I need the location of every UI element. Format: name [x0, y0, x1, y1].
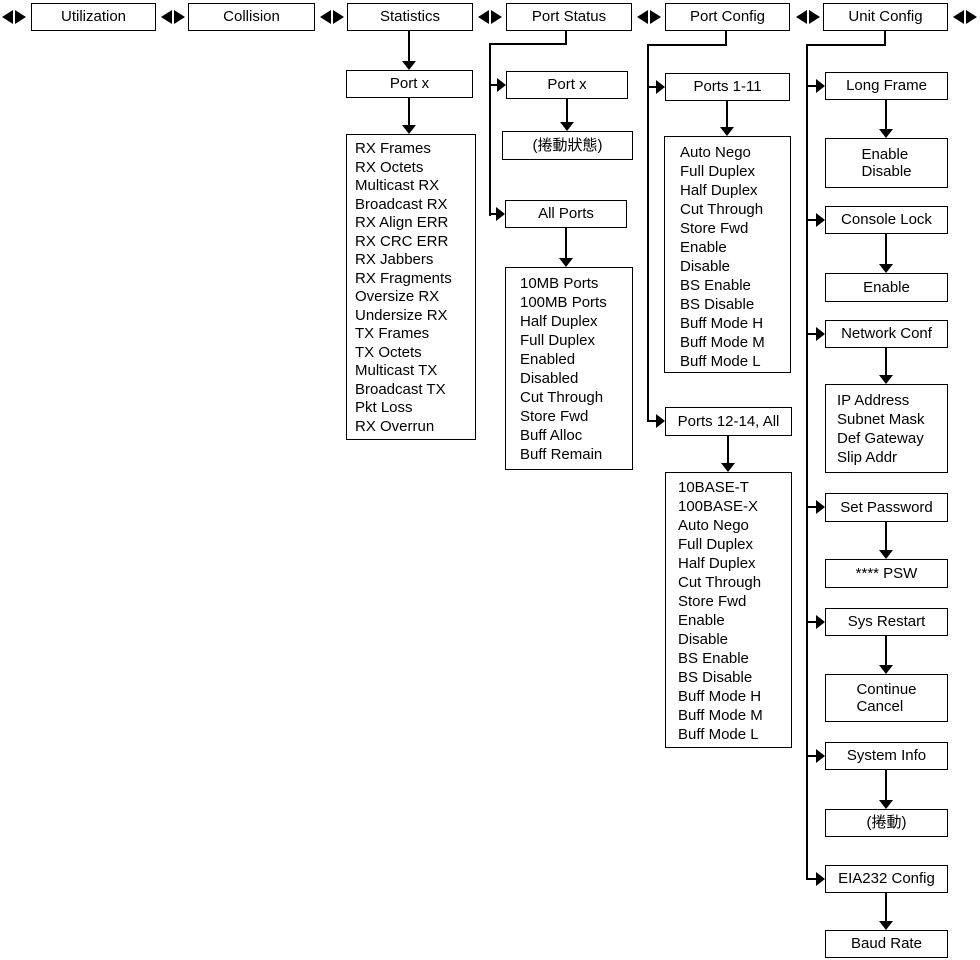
port-config-ports-12-14-box: Ports 12-14, All — [665, 407, 792, 436]
unit-config-sys-restart-box: Sys Restart — [825, 608, 948, 636]
arrow-right-icon — [807, 749, 825, 763]
arrow-right-icon — [807, 872, 825, 886]
menu-collision: Collision — [188, 3, 315, 31]
unit-config-set-password-box: Set Password — [825, 493, 948, 522]
arrow-down-icon — [879, 636, 893, 674]
arrow-right-icon — [807, 79, 825, 93]
unit-config-sys-restart-options-box: Continue Cancel — [825, 674, 948, 722]
left-right-arrow-icon — [953, 10, 977, 24]
arrow-right-icon — [807, 500, 825, 514]
unit-config-network-conf-fields-list: IP Address Subnet Mask Def Gateway Slip … — [825, 384, 948, 473]
unit-config-eia232-box: EIA232 Config — [825, 865, 948, 893]
arrow-right-icon — [648, 80, 665, 94]
connector-line — [489, 43, 567, 45]
arrow-right-icon — [807, 213, 825, 227]
arrow-down-icon — [879, 522, 893, 559]
port-status-port-x-box: Port x — [506, 71, 628, 99]
arrow-right-icon — [807, 615, 825, 629]
left-right-arrow-icon — [2, 10, 26, 24]
arrow-down-icon — [879, 893, 893, 930]
statistics-counters-list: RX Frames RX Octets Multicast RX Broadca… — [346, 134, 476, 440]
port-config-ports-1-11-options-list: Auto Nego Full Duplex Half Duplex Cut Th… — [664, 136, 791, 373]
arrow-down-icon — [402, 31, 416, 70]
port-status-scroll-status-box: (捲動狀態) — [502, 131, 633, 160]
left-right-arrow-icon — [320, 10, 344, 24]
unit-config-long-frame-options-box: Enable Disable — [825, 138, 948, 188]
left-right-arrow-icon — [478, 10, 502, 24]
unit-config-system-info-scroll-box: (捲動) — [825, 809, 948, 837]
unit-config-password-prompt-box: **** PSW — [825, 559, 948, 588]
connector-line — [806, 44, 886, 46]
left-right-arrow-icon — [796, 10, 820, 24]
sys-restart-options-text: Continue Cancel — [856, 680, 917, 715]
unit-config-long-frame-box: Long Frame — [825, 72, 948, 100]
connector-line — [565, 31, 567, 45]
arrow-down-icon — [720, 101, 734, 136]
unit-config-console-lock-box: Console Lock — [825, 206, 948, 234]
statistics-port-x-box: Port x — [346, 70, 473, 98]
left-right-arrow-icon — [161, 10, 185, 24]
port-config-ports-12-14-options-list: 10BASE-T 100BASE-X Auto Nego Full Duplex… — [665, 472, 792, 748]
connector-line — [647, 44, 649, 422]
unit-config-console-lock-option-box: Enable — [825, 273, 948, 302]
connector-line — [884, 31, 886, 46]
menu-unit-config: Unit Config — [823, 3, 948, 31]
arrow-down-icon — [879, 348, 893, 384]
connector-line — [725, 31, 727, 46]
arrow-down-icon — [879, 100, 893, 138]
arrow-down-icon — [879, 234, 893, 273]
connector-line — [647, 44, 727, 46]
unit-config-system-info-box: System Info — [825, 742, 948, 770]
unit-config-baud-rate-box: Baud Rate — [825, 930, 948, 958]
arrow-right-icon — [648, 414, 665, 428]
left-right-arrow-icon — [637, 10, 661, 24]
port-status-all-ports-fields-list: 10MB Ports 100MB Ports Half Duplex Full … — [505, 267, 633, 470]
port-config-ports-1-11-box: Ports 1-11 — [665, 73, 790, 101]
arrow-down-icon — [560, 99, 574, 131]
port-status-all-ports-box: All Ports — [505, 200, 627, 228]
arrow-right-icon — [490, 207, 505, 221]
menu-utilization: Utilization — [31, 3, 156, 31]
arrow-right-icon — [807, 327, 825, 341]
arrow-right-icon — [490, 78, 506, 92]
arrow-down-icon — [402, 98, 416, 134]
long-frame-options-text: Enable Disable — [861, 145, 912, 180]
arrow-down-icon — [721, 436, 735, 472]
arrow-down-icon — [879, 770, 893, 809]
menu-port-status: Port Status — [506, 3, 632, 31]
arrow-down-icon — [559, 228, 573, 267]
unit-config-network-conf-box: Network Conf — [825, 320, 948, 348]
menu-port-config: Port Config — [665, 3, 790, 31]
menu-statistics: Statistics — [347, 3, 473, 31]
connector-line — [489, 43, 491, 216]
connector-line — [806, 44, 808, 880]
